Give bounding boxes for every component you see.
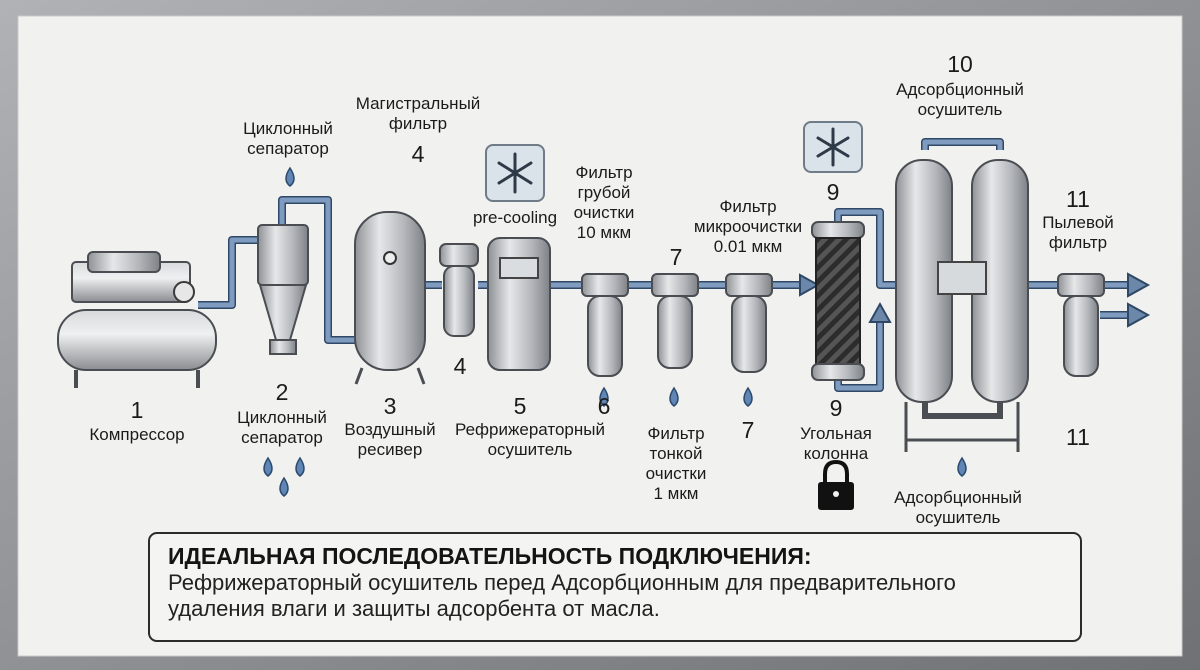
dust-filter-label: Пылевой фильтр xyxy=(1042,213,1114,252)
snowflake-icon xyxy=(485,144,545,202)
cyclone-number: 2 xyxy=(275,379,289,405)
note-body: Рефрижераторный осушитель перед Адсорбци… xyxy=(168,570,956,621)
receiver-number: 3 xyxy=(383,393,397,419)
fridge-dryer-label: Рефрижераторный осушитель xyxy=(455,420,605,459)
snowflake-icon xyxy=(803,121,863,173)
coarse-filter xyxy=(581,273,629,377)
micro-filter-number: 7 xyxy=(741,417,755,443)
padlock-icon xyxy=(818,459,854,510)
adsorption-label: Адсорбционный осушитель xyxy=(894,488,1022,527)
adsorption-number-top: 10 xyxy=(947,51,973,77)
refrigeration-dryer xyxy=(487,237,551,371)
connection-note: ИДЕАЛЬНАЯ ПОСЛЕДОВАТЕЛЬНОСТЬ ПОДКЛЮЧЕНИЯ… xyxy=(148,532,1082,642)
precooling-label: pre-cooling xyxy=(472,208,558,227)
receiver-label: Воздушный ресивер xyxy=(344,420,436,459)
coarse-filter-number: 6 xyxy=(597,393,611,419)
fine-filter-number-top: 7 xyxy=(669,244,683,270)
compressor-number: 1 xyxy=(130,397,144,423)
cyclone-top-label: Циклонный сепаратор xyxy=(243,119,333,158)
dust-filter xyxy=(1057,273,1105,377)
compressor-unit xyxy=(57,251,217,388)
arrow-right-icon xyxy=(1127,302,1151,328)
dust-filter-number: 11 xyxy=(1066,424,1090,450)
carbon-column xyxy=(811,221,865,381)
carbon-number-top: 9 xyxy=(826,179,840,205)
main-filter-number: 4 xyxy=(453,353,467,379)
coarse-filter-label: Фильтр грубой очистки 10 мкм xyxy=(573,163,635,242)
fine-filter-label: Фильтр тонкой очистки 1 мкм xyxy=(645,424,707,503)
main-filter-label: Магистральный фильтр xyxy=(355,94,481,133)
dust-filter-number-top: 11 xyxy=(1066,186,1090,212)
arrow-right-icon xyxy=(1127,272,1151,298)
fine-filter xyxy=(651,273,699,369)
adsorption-top-label: Адсорбционный осушитель xyxy=(896,80,1024,119)
air-receiver xyxy=(354,211,426,385)
main-filter xyxy=(439,243,479,337)
water-drop-icon xyxy=(263,166,967,497)
adsorption-dryer xyxy=(895,159,1029,452)
carbon-number: 9 xyxy=(829,395,843,421)
arrow-right-icon xyxy=(799,273,821,297)
main-filter-number-top: 4 xyxy=(411,141,425,167)
cyclone-separator xyxy=(257,224,309,355)
micro-filter xyxy=(725,273,773,373)
fridge-dryer-number: 5 xyxy=(513,393,527,419)
note-title: ИДЕАЛЬНАЯ ПОСЛЕДОВАТЕЛЬНОСТЬ ПОДКЛЮЧЕНИЯ… xyxy=(168,543,812,569)
cyclone-label: Циклонный сепаратор xyxy=(237,408,327,447)
arrow-up-icon xyxy=(868,301,892,323)
carbon-label: Угольная колонна xyxy=(800,424,872,463)
compressor-label: Компрессор xyxy=(89,425,185,444)
micro-filter-label: Фильтр микроочистки 0.01 мкм xyxy=(693,197,803,256)
